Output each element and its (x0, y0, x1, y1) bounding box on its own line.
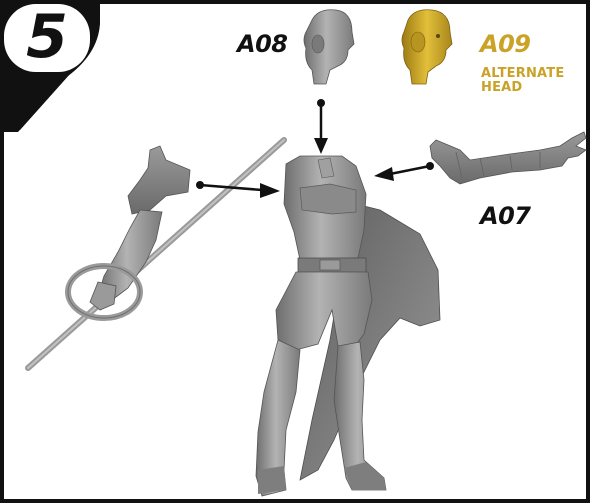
alt-head-note-line2: HEAD (481, 81, 522, 95)
arm-piece-icon (430, 132, 586, 184)
arrow-arm-to-body (374, 162, 434, 181)
staff-arm-piece-icon (28, 140, 284, 368)
body-figure-icon (256, 156, 440, 496)
step-number: 5 (4, 2, 90, 72)
head-part-label: A08 (237, 32, 287, 56)
alt-head-piece-icon (402, 10, 452, 84)
arrow-head-to-body (314, 99, 328, 154)
alt-head-note-line1: ALTERNATE (481, 67, 564, 81)
alt-head-part-label: A09 (480, 32, 530, 56)
arm-part-label: A07 (480, 204, 530, 228)
head-piece-icon (304, 10, 354, 84)
